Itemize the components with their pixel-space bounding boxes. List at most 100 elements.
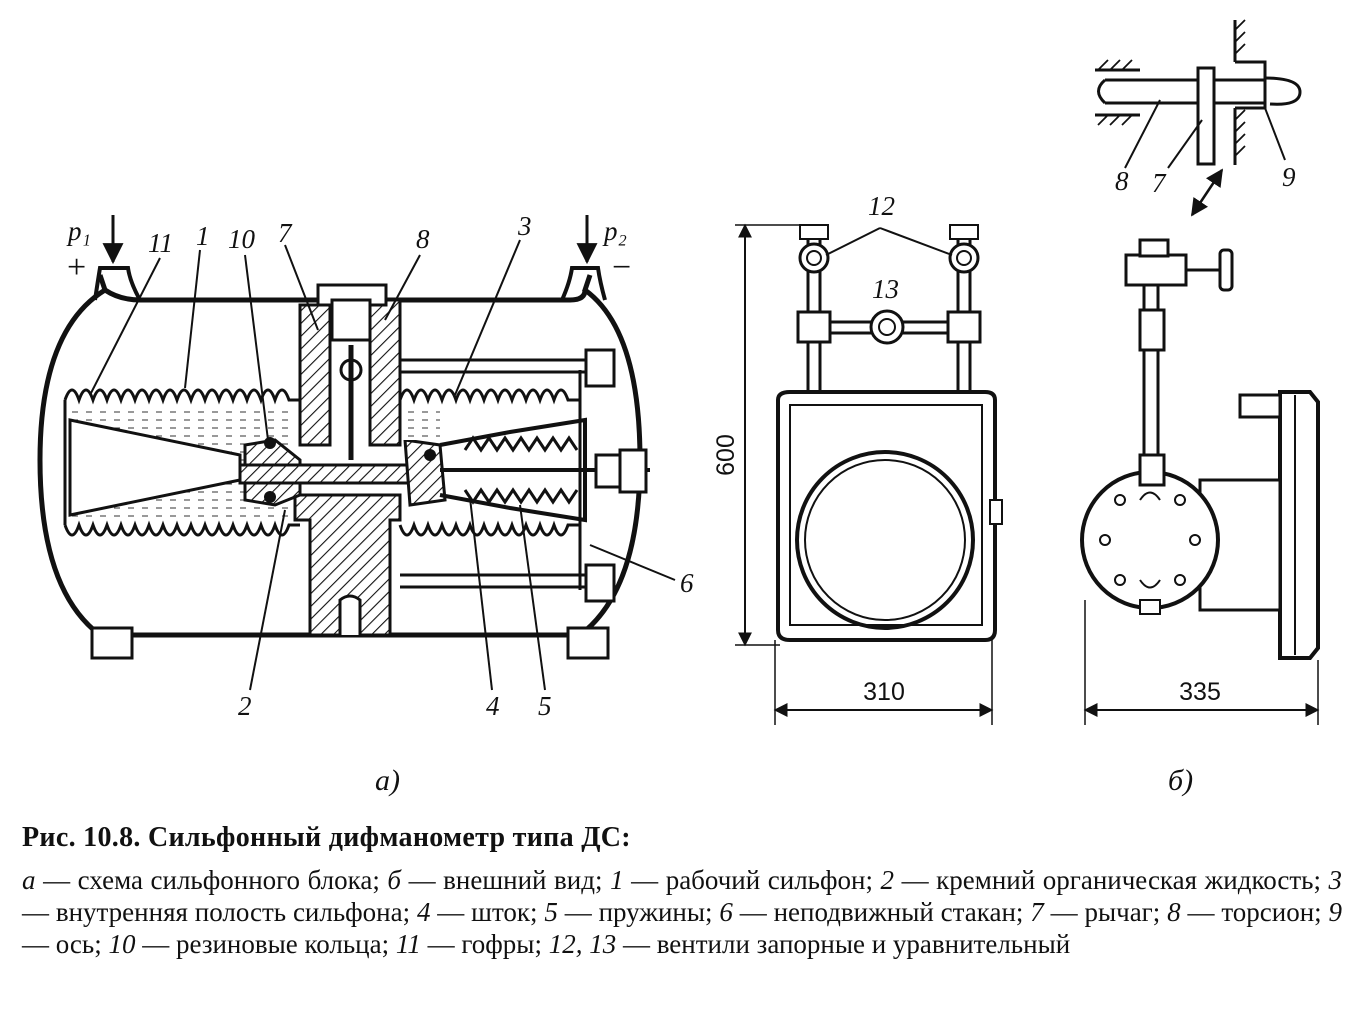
caption-legend: а — схема сильфонного блока; б — внешний…: [22, 864, 1342, 960]
lower-nut: [584, 563, 616, 603]
legend-text: рабочий сильфон: [665, 865, 866, 895]
rubber-ring-bottom: [264, 491, 276, 503]
legend-key: 4: [416, 897, 431, 927]
dim-width-front-value: 310: [863, 678, 905, 706]
right-bellows-bottom-corrugations: [398, 520, 580, 537]
bottom-bolt-right: [566, 626, 610, 660]
legend-item: 2 — кремний органическая жидкость;: [880, 865, 1329, 895]
legend-text: резиновые кольца: [176, 929, 382, 959]
inlet-p1-nipple: [93, 266, 142, 301]
front-dial-inner: [804, 459, 966, 621]
central-baffle-upper: [298, 303, 332, 447]
legend-item: 5 — пружины;: [544, 897, 720, 927]
part-label-8: 8: [416, 224, 430, 254]
legend-text: вентили запорные и уравнительный: [656, 929, 1071, 959]
legend-key: 7: [1030, 897, 1044, 927]
detail-axis: [1264, 76, 1302, 106]
legend-item: 7 — рычаг;: [1030, 897, 1168, 927]
part-label-11: 11: [148, 228, 173, 258]
plus-sign: +: [67, 249, 86, 286]
legend-text: ось: [55, 929, 95, 959]
legend-item: 6 — неподвижный стакан;: [719, 897, 1031, 927]
side-valve-handle: [1218, 248, 1234, 292]
legend-key: 2: [880, 865, 895, 895]
legend-item: б — внешний вид;: [387, 865, 611, 895]
legend-item: а — схема сильфонного блока;: [22, 865, 388, 895]
torsion-rod: [1097, 78, 1265, 105]
detail-label-8: 8: [1115, 166, 1129, 196]
part-label-13: 13: [872, 274, 899, 304]
rubber-ring-top: [264, 437, 276, 449]
legend-text: торсион: [1221, 897, 1315, 927]
legend-item: 1 — рабочий сильфон;: [610, 865, 881, 895]
shutoff-valve-right: [948, 242, 980, 274]
legend-key: 6: [719, 897, 733, 927]
legend-key: 11: [395, 929, 421, 959]
minus-sign: −: [612, 249, 631, 286]
torsion-detail: [1095, 19, 1302, 169]
part-label-6: 6: [680, 568, 694, 598]
legend-item: 10 — резиновые кольца;: [108, 929, 396, 959]
legend-key: 10: [108, 929, 136, 959]
legend-text: схема сильфонного блока: [77, 865, 373, 895]
legend-item: 9 — ось;: [22, 897, 1342, 959]
part-label-4: 4: [486, 691, 500, 721]
bottom-bolt-left: [90, 626, 134, 660]
legend-item: 4 — шток;: [416, 897, 545, 927]
part-label-10: 10: [228, 224, 256, 254]
pressure-label-p2: p₂: [602, 216, 627, 246]
left-bellows-bottom-corrugations: [63, 520, 300, 537]
bellows-block-scheme: [37, 215, 676, 691]
equalizing-valve: [869, 309, 905, 345]
detail-lever: [1196, 66, 1216, 166]
legend-key: 3: [1328, 865, 1343, 895]
legend-key: а: [22, 865, 36, 895]
legend-key: 5: [544, 897, 558, 927]
dim-width-side-value: 335: [1179, 678, 1221, 706]
front-case: [776, 390, 997, 642]
inlet-p2-nipple: [560, 266, 607, 301]
front-case-inner: [789, 404, 983, 626]
part-label-2: 2: [238, 691, 252, 721]
legend-item: 3 — внутренняя полость сильфона;: [22, 865, 1343, 927]
baffle-lower-notch: [338, 594, 362, 635]
spring-nut: [618, 448, 648, 494]
front-view: [735, 223, 1003, 725]
subfigure-label-a: а): [375, 764, 400, 797]
right-liquid: [402, 405, 440, 440]
left-bellows-top-corrugations: [63, 388, 300, 405]
valve-plate-right: [403, 438, 447, 507]
central-baffle-lower: [293, 493, 402, 637]
dim-height-value: 600: [712, 434, 740, 476]
part-label-5: 5: [538, 691, 552, 721]
part-label-7: 7: [278, 218, 293, 248]
part-label-1: 1: [196, 221, 210, 251]
rubber-ring-right: [424, 449, 436, 461]
spring-nut-2: [594, 453, 622, 489]
legend-text: пружины: [598, 897, 706, 927]
legend-key: 12, 13: [548, 929, 617, 959]
side-view: [1080, 168, 1320, 725]
part-label-12: 12: [868, 191, 895, 221]
legend-item: 8 — торсион;: [1167, 897, 1329, 927]
spring-bottom: [463, 487, 579, 505]
detail-label-9: 9: [1282, 162, 1296, 192]
legend-key: 8: [1167, 897, 1181, 927]
subfigure-label-b: б): [1168, 764, 1193, 797]
legend-text: внутренняя полость сильфона: [55, 897, 403, 927]
front-dial: [795, 450, 975, 630]
leader-lines-a: [89, 239, 676, 691]
side-valve-body: [1124, 253, 1188, 287]
shutoff-valve-left: [798, 242, 830, 274]
legend-item: 11 — гофры;: [395, 929, 549, 959]
legend-text: рычаг: [1084, 897, 1153, 927]
right-bellows-top-corrugations: [398, 388, 580, 405]
legend-text: шток: [471, 897, 531, 927]
detail-label-7: 7: [1152, 168, 1167, 198]
legend-key: 9: [1328, 897, 1343, 927]
part-label-3: 3: [517, 211, 532, 241]
pressure-label-p1: p₁: [66, 216, 91, 246]
legend-key: 1: [610, 865, 624, 895]
front-case-lug: [989, 499, 1003, 525]
legend-text: неподвижный стакан: [773, 897, 1016, 927]
